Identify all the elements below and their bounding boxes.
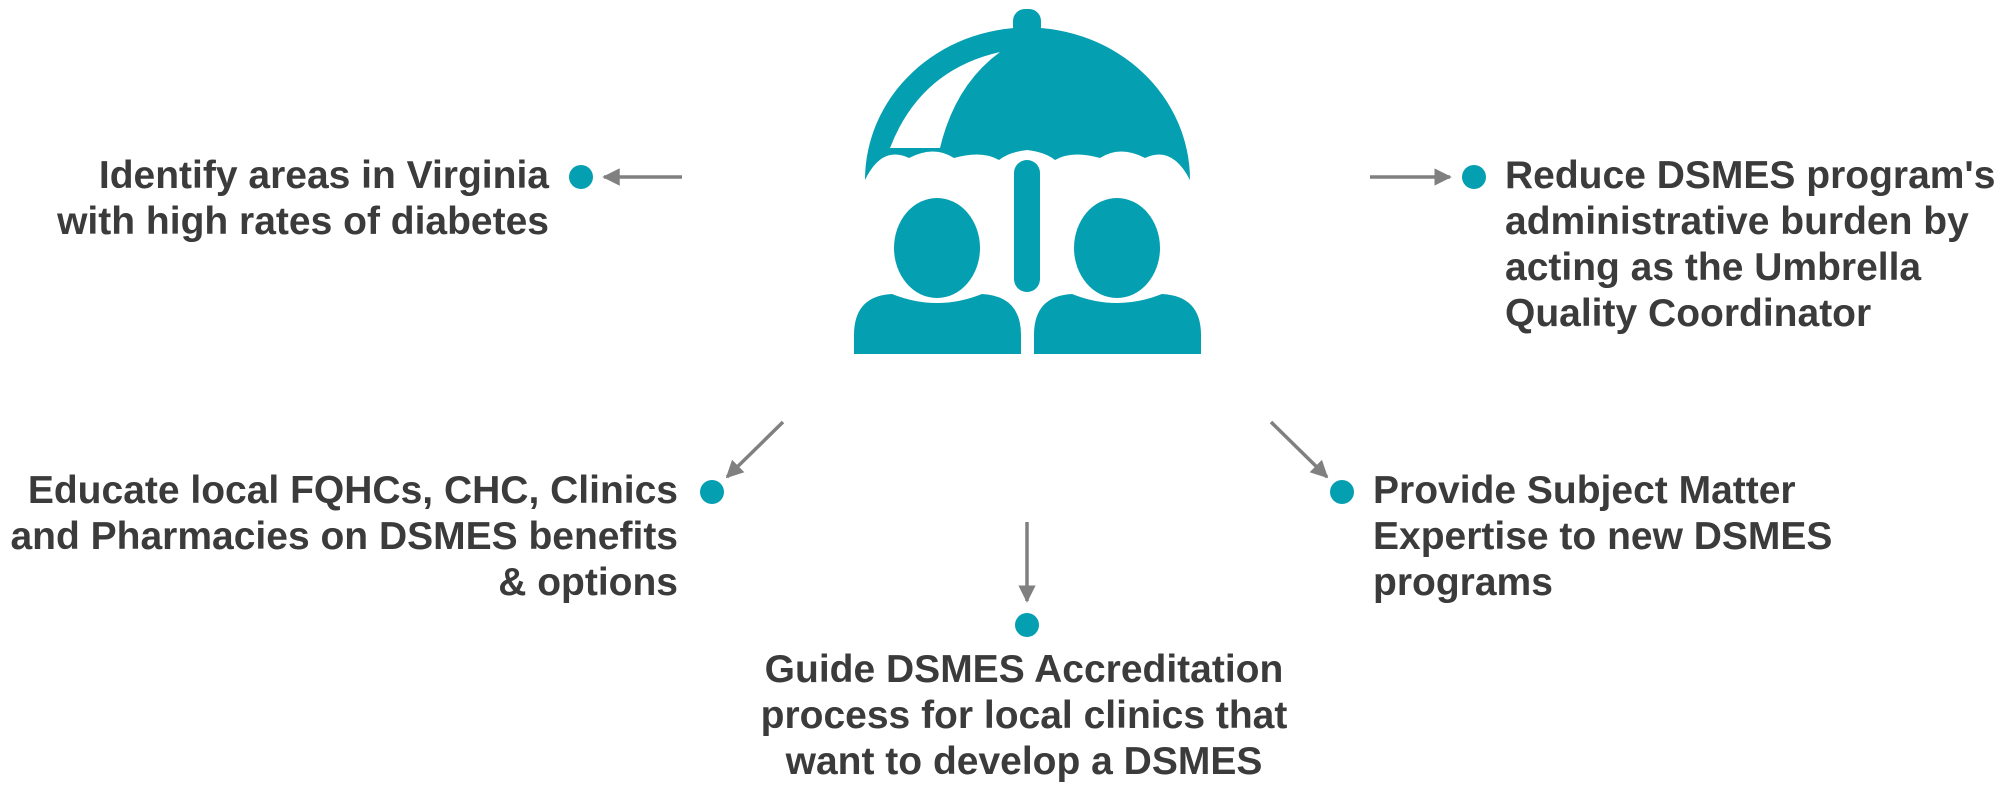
label-line: & options <box>498 561 678 604</box>
label-line: administrative burden by <box>1505 200 1969 243</box>
label-line: with high rates of diabetes <box>57 200 549 243</box>
label-guide-accreditation: Guide DSMES Accreditation process for lo… <box>0 647 2003 785</box>
arrow-middle-right <box>1269 420 1329 479</box>
label-line: want to develop a DSMES <box>785 740 1263 783</box>
umbrella-people-icon <box>854 9 1201 354</box>
label-provide-expertise: Provide Subject Matter Expertise to new … <box>1373 468 1832 606</box>
label-line: Expertise to new DSMES <box>1373 515 1833 558</box>
bullet-dot-middle-left <box>700 480 724 504</box>
umbrella-shaft <box>1014 160 1040 292</box>
label-line: acting as the Umbrella <box>1505 246 1922 289</box>
label-reduce-burden: Reduce DSMES program's administrative bu… <box>1505 153 1995 337</box>
umbrella-canopy <box>865 27 1190 180</box>
label-line: Reduce DSMES program's <box>1505 154 1996 197</box>
bullet-dot-top-right <box>1462 165 1486 189</box>
label-line: Educate local FQHCs, CHC, Clinics <box>27 469 678 512</box>
label-line: Identify areas in Virginia <box>98 154 549 197</box>
label-line: and Pharmacies on DSMES benefits <box>10 515 678 558</box>
umbrella-highlight <box>890 52 1000 148</box>
person-left <box>854 198 1021 354</box>
label-line: Guide DSMES Accreditation <box>764 648 1284 691</box>
bullet-dot-middle-right <box>1330 480 1354 504</box>
label-line: programs <box>1373 561 1553 604</box>
arrow-middle-left <box>725 420 785 479</box>
label-line: Quality Coordinator <box>1505 292 1872 335</box>
label-line: Provide Subject Matter <box>1373 469 1796 512</box>
person-right <box>1034 198 1201 354</box>
label-identify-areas: Identify areas in Virginia with high rat… <box>57 153 549 245</box>
bullet-dot-bottom-center <box>1015 613 1039 637</box>
label-educate-local: Educate local FQHCs, CHC, Clinics and Ph… <box>10 468 678 606</box>
label-line: process for local clinics that <box>760 694 1288 737</box>
bullet-dot-top-left <box>569 165 593 189</box>
